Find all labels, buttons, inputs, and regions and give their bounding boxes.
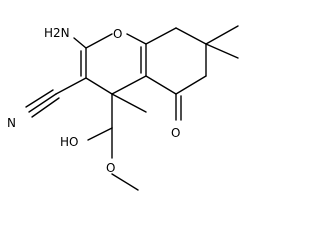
nitrile-nitrogen-label: N bbox=[7, 116, 16, 130]
amino-label: H2N bbox=[44, 26, 70, 40]
hydroxyl-label: HO bbox=[60, 135, 78, 149]
bond-c3-cn bbox=[55, 77, 87, 95]
bond-c8a-c8 bbox=[145, 27, 177, 45]
methoxy-oxygen-label: O bbox=[106, 161, 115, 175]
bond-c8-c7 bbox=[175, 27, 207, 45]
bond-methoxy-methyl bbox=[111, 173, 139, 191]
bond-c4-c4a bbox=[111, 75, 147, 95]
bond-o1-c2 bbox=[85, 33, 113, 49]
bond-cn-triple-3 bbox=[31, 97, 60, 118]
ketone-oxygen-label: O bbox=[171, 126, 180, 140]
bond-cn-triple-2 bbox=[25, 89, 54, 108]
ring-oxygen-label: O bbox=[113, 27, 122, 41]
bond-c2-amino bbox=[73, 37, 87, 49]
bond-c5-c4a bbox=[145, 75, 177, 95]
bond-o1-c8a bbox=[126, 33, 147, 45]
bond-c7-methyl-a bbox=[205, 25, 239, 45]
bond-c3-c4 bbox=[85, 77, 113, 95]
bond-ch-hydroxyl bbox=[87, 127, 113, 141]
bond-c4-methyl bbox=[111, 93, 147, 113]
structure-canvas: O H2N N O HO O bbox=[7, 25, 239, 191]
bond-c6-c5 bbox=[175, 75, 207, 95]
bond-cn-triple-1 bbox=[28, 93, 57, 113]
chemical-structure: O H2N N O HO O bbox=[7, 25, 239, 191]
bond-c7-methyl-b bbox=[205, 43, 239, 59]
